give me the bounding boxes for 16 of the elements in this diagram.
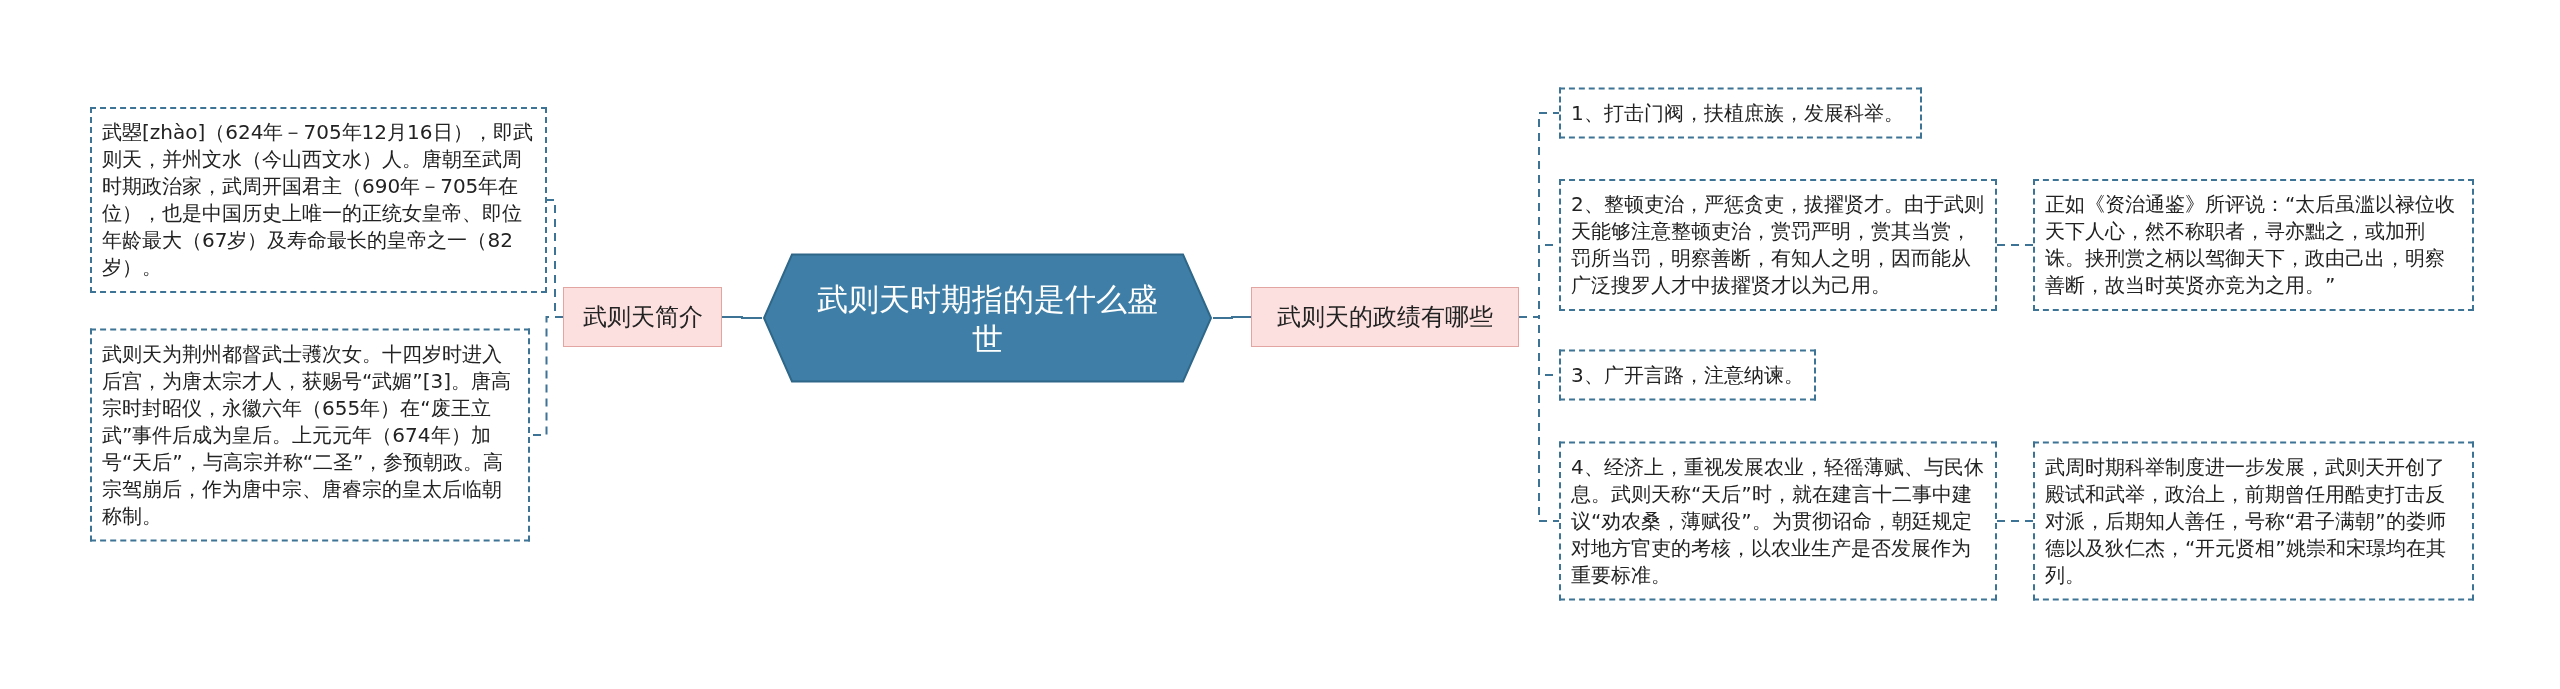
text-box: 1、打击门阀，扶植庶族，发展科举。 (1559, 87, 1922, 139)
text-box: 4、经济上，重视发展农业，轻徭薄赋、与民休息。武则天称“天后”时，就在建言十二事中建议“劝农桑，薄赋役”。为贯彻诏命，朝廷规定对地方官吏的考核，以农业生产是否发展作为重要标准。 (1559, 441, 1997, 601)
text-box: 3、广开言路，注意纳谏。 (1559, 349, 1816, 401)
text-box: 正如《资治通鉴》所评说：“太后虽滥以禄位收天下人心，然不称职者，寻亦黜之，或加刑诛。挟刑赏之柄以驾御天下，政由己出，明察善断，故当时英贤亦竞为之用。” (2033, 179, 2474, 311)
topic-box: 武则天的政绩有哪些 (1251, 287, 1519, 347)
connector-line (1212, 316, 1252, 319)
central-topic: 武则天时期指的是什么盛世 (762, 252, 1213, 384)
text-box: 2、整顿吏治，严惩贪吏，拔擢贤才。由于武则天能够注意整顿吏治，赏罚严明，赏其当赏，罚所当罚，明察善断，有知人之明，因而能从广泛搜罗人才中拔擢贤才以为己用。 (1559, 179, 1997, 311)
topic-box: 武则天简介 (563, 287, 722, 347)
connector-line (1518, 316, 1560, 522)
text-box: 武周时期科举制度进一步发展，武则天开创了殿试和武举，政治上，前期曾任用酷吏打击反对派，后期知人善任，号称“君子满朝”的娄师德以及狄仁杰，“开元贤相”姚崇和宋璟均在其列。 (2033, 441, 2474, 601)
connector-line (1996, 244, 2034, 246)
text-box: 武则天为荆州都督武士彟次女。十四岁时进入后宫，为唐太宗才人，获赐号“武媚”[3]。唐高宗时封昭仪，永徽六年（655年）在“废王立武”事件后成为皇后。上元元年（674年）加号“天后”，与高宗并称“二圣”，参预朝政。高宗驾崩后，作为唐中宗、唐睿宗的皇太后临朝称制。 (90, 328, 530, 542)
connector-line (721, 316, 763, 319)
text-box: 武曌[zhào]（624年－705年12月16日），即武则天，并州文水（今山西文水）人。唐朝至武周时期政治家，武周开国君主（690年－705年在位），也是中国历史上唯一的正统女皇帝、即位年龄最大（67岁）及寿命最长的皇帝之一（82岁）。 (90, 107, 547, 293)
connector-line (1996, 520, 2034, 522)
